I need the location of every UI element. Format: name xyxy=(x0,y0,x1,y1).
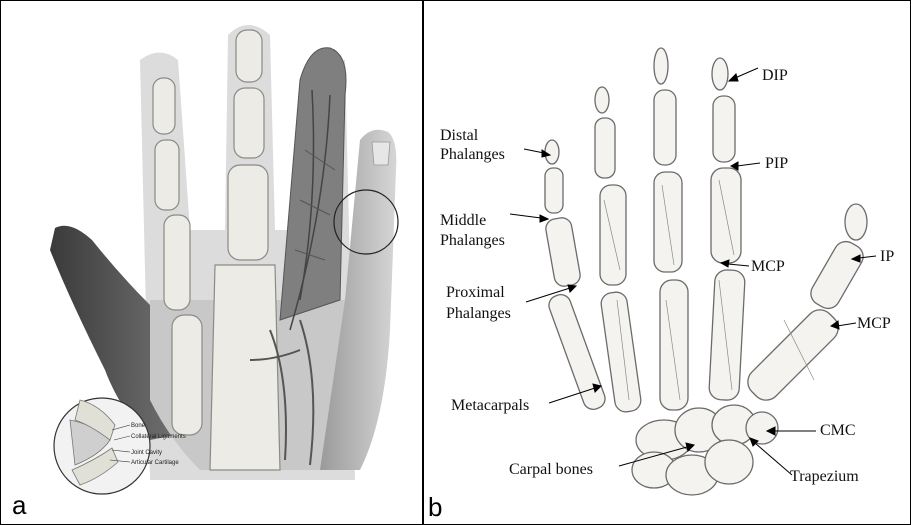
label-dip: DIP xyxy=(762,66,788,85)
inset-label-cavity: Joint Cavity xyxy=(131,450,162,456)
label-trapezium: Trapezium xyxy=(790,467,859,486)
fingernail xyxy=(372,142,390,165)
label-carpal-bones: Carpal bones xyxy=(509,460,593,479)
label-proximal-1: Proximal xyxy=(446,283,505,302)
label-middle-2: Phalanges xyxy=(440,231,505,250)
label-distal-1: Distal xyxy=(440,126,478,145)
inset-label-ligaments: Collateral Ligaments xyxy=(131,434,186,440)
panel-letter-a: a xyxy=(12,492,26,518)
label-proximal-2: Phalanges xyxy=(446,304,511,323)
label-cmc: CMC xyxy=(820,421,856,440)
skeleton-bones xyxy=(544,48,867,495)
label-mcp-middle: MCP xyxy=(751,257,785,276)
label-pip: PIP xyxy=(765,154,788,173)
panel-letter-b: b xyxy=(428,494,442,520)
label-mcp-thumb: MCP xyxy=(857,314,891,333)
inset-label-cartilage: Articular Cartilage xyxy=(131,460,179,466)
middle-finger-vessels xyxy=(280,48,346,330)
inset-label-bone: Bone xyxy=(131,423,146,429)
hand-skeleton-sketch xyxy=(424,0,911,525)
label-middle-1: Middle xyxy=(440,211,486,230)
label-ip: IP xyxy=(880,247,894,266)
label-distal-2: Phalanges xyxy=(440,145,505,164)
hand-anatomy-illustration: Bone Collateral Ligaments Joint Cavity A… xyxy=(0,0,422,525)
label-metacarpals: Metacarpals xyxy=(451,396,529,415)
